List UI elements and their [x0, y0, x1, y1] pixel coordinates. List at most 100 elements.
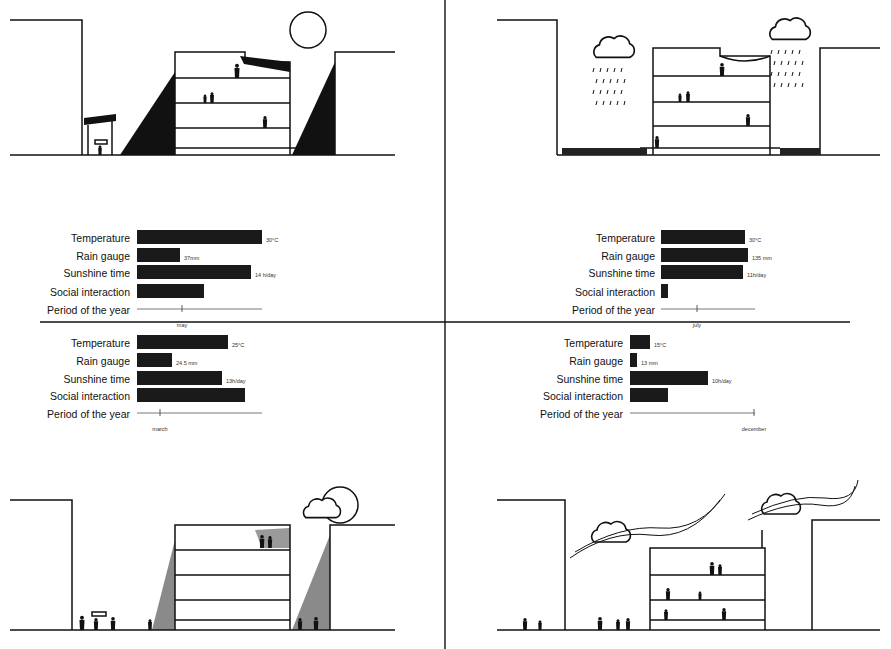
category-label: Period of the year [572, 304, 655, 316]
label-slot: july [693, 313, 701, 331]
person-figure [664, 609, 668, 620]
label-slot: may [177, 313, 187, 331]
label-slot: Rain gauge [601, 246, 655, 264]
person-figure [686, 91, 690, 102]
label-slot: Social interaction [543, 386, 623, 404]
person-figure [523, 618, 527, 630]
category-label: Temperature [71, 337, 130, 349]
person-figure [323, 144, 327, 155]
person-figure [298, 618, 302, 630]
value-label: 30°C [749, 237, 761, 243]
value-bar [661, 284, 668, 298]
label-slot: Social interaction [50, 282, 130, 300]
value-bar [137, 248, 180, 262]
category-label: Sunshine time [588, 267, 655, 279]
label-slot: Temperature [71, 228, 130, 246]
label-slot: 25°C [232, 333, 244, 351]
label-slot: Rain gauge [76, 351, 130, 369]
person-figure [616, 619, 620, 630]
person-figure [655, 136, 659, 148]
person-figure [538, 620, 542, 630]
value-label: 14 h/day [255, 272, 276, 278]
label-slot: Period of the year [47, 404, 130, 422]
person-figure [203, 95, 206, 103]
label-slot: 30°C [266, 228, 278, 246]
category-label: Sunshine time [63, 373, 130, 385]
category-label: Rain gauge [601, 250, 655, 262]
value-label: 13 mm [641, 360, 658, 366]
category-label: Period of the year [47, 408, 130, 420]
person-figure [626, 618, 630, 630]
value-bar [137, 353, 172, 367]
person-figure [234, 64, 239, 78]
person-figure [710, 562, 715, 575]
category-label: Sunshine time [556, 373, 623, 385]
person-figure [722, 608, 726, 620]
person-figure [148, 143, 152, 155]
value-label: 25°C [232, 342, 244, 348]
value-label: 11h/day [747, 272, 766, 278]
month-label: december [742, 426, 766, 432]
value-label: 13h/day [226, 378, 246, 384]
may-section [10, 12, 395, 155]
value-bar [137, 371, 222, 385]
person-figure [314, 617, 319, 630]
month-label: july [693, 322, 701, 328]
label-slot: Social interaction [575, 282, 655, 300]
value-label: 10h/day [712, 378, 732, 384]
quadrant-dividers [40, 0, 850, 649]
value-bar [137, 284, 204, 298]
category-label: Social interaction [50, 286, 130, 298]
label-slot: Sunshine time [63, 263, 130, 281]
label-slot: 24.5 mm [176, 351, 197, 369]
label-slot: 15°C [654, 333, 666, 351]
label-slot: Period of the year [572, 300, 655, 318]
person-figure [94, 618, 98, 630]
label-slot: Temperature [596, 228, 655, 246]
value-label: 15°C [654, 342, 666, 348]
category-label: Temperature [564, 337, 623, 349]
rain-drops [593, 50, 803, 105]
label-slot: Rain gauge [76, 246, 130, 264]
category-label: Social interaction [575, 286, 655, 298]
label-slot: Temperature [564, 333, 623, 351]
label-slot: march [152, 417, 167, 435]
category-label: Social interaction [543, 390, 623, 402]
person-figure [598, 617, 603, 630]
label-slot: 37mm [184, 246, 199, 264]
march-section [10, 487, 395, 630]
value-bar [137, 265, 251, 279]
person-figure [698, 592, 701, 600]
person-figure [718, 564, 722, 575]
label-slot: 14 h/day [255, 263, 276, 281]
category-label: Temperature [71, 232, 130, 244]
period-axis [630, 409, 755, 416]
value-bar [661, 248, 748, 262]
value-bar [137, 230, 262, 244]
label-slot: Sunshine time [63, 369, 130, 387]
label-slot: 13 mm [641, 351, 658, 369]
category-label: Sunshine time [63, 267, 130, 279]
month-label: march [152, 426, 167, 432]
month-label: may [177, 322, 187, 328]
label-slot: Period of the year [540, 404, 623, 422]
person-figure [79, 616, 84, 630]
label-slot: december [742, 417, 766, 435]
category-label: Social interaction [50, 390, 130, 402]
value-bar [661, 230, 745, 244]
category-label: Rain gauge [76, 355, 130, 367]
period-axis [661, 305, 755, 312]
label-slot: 13h/day [226, 369, 246, 387]
person-figure [666, 588, 670, 600]
july-section [497, 18, 880, 155]
person-figure [263, 116, 267, 128]
label-slot: Rain gauge [569, 351, 623, 369]
label-slot: Sunshine time [588, 263, 655, 281]
category-label: Temperature [596, 232, 655, 244]
value-bar [630, 335, 650, 349]
value-label: 30°C [266, 237, 278, 243]
